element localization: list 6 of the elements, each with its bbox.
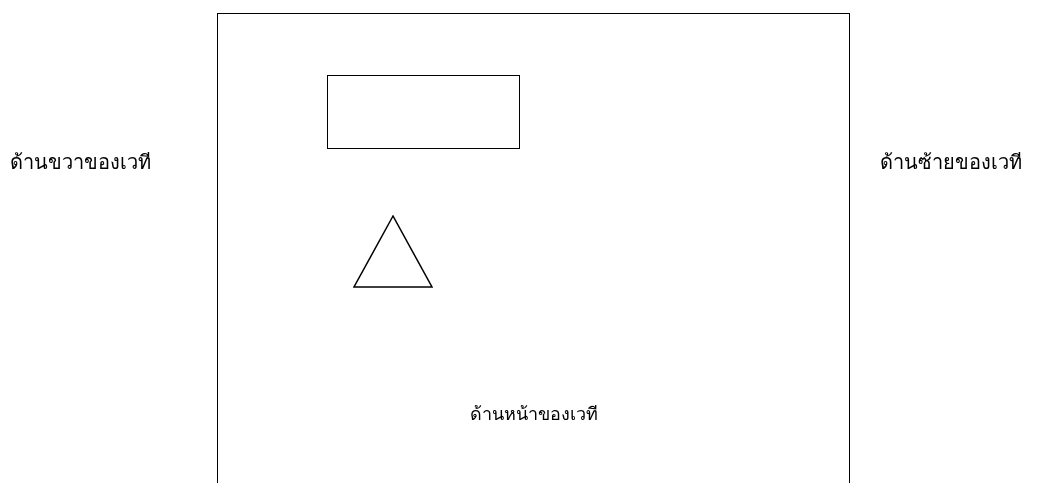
stage-box [217,13,850,483]
stage-side-label: ด้านขวาของเวที [10,149,151,176]
rectangle-shape [327,75,520,149]
triangle-shape [353,215,433,288]
stage-front-label: ด้านหน้าของเวที [468,402,599,426]
stage-side-label: ด้านซ้ายของเวที [880,149,1022,176]
